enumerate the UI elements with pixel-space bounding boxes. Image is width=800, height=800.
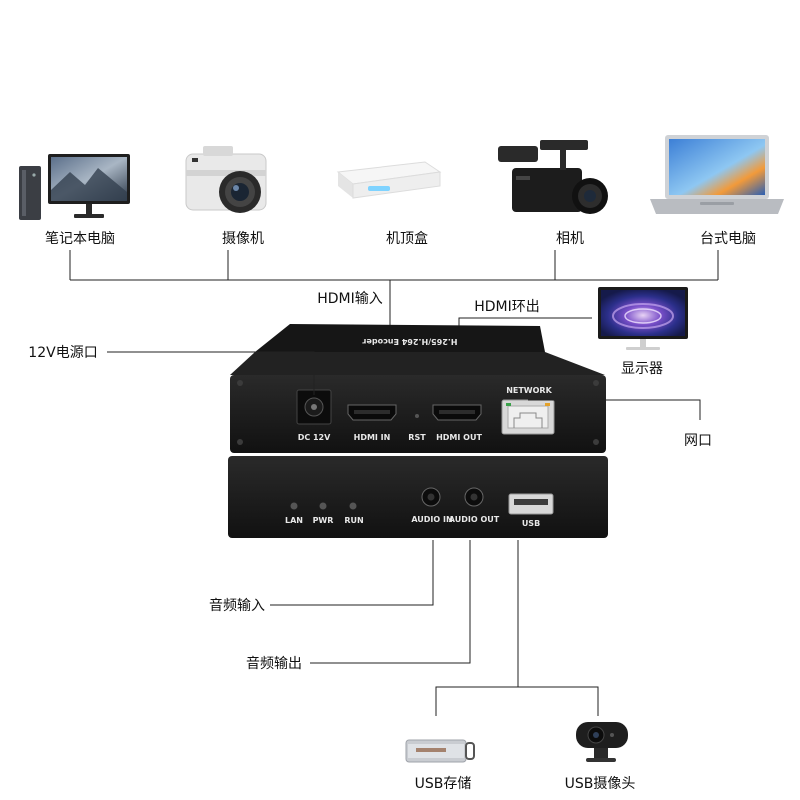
camcorder-icon [498,140,608,214]
rj45-icon [501,399,555,435]
callout-usb-storage: USB存储 [415,776,472,792]
audio-out-jack [464,487,484,507]
led-lan [290,502,298,510]
callout-monitor: 显示器 [621,361,663,377]
port-label-audio-in: AUDIO IN [411,515,452,524]
led-label-run: RUN [344,516,363,525]
callout-audio-in: 音频输入 [209,597,265,614]
reset-button [415,414,419,418]
port-label-audio-out: AUDIO OUT [449,515,500,524]
camera-icon [185,146,267,213]
dc-power-port [296,389,332,425]
hdmi-out-port [432,404,482,421]
usb-drive-icon [405,739,475,763]
callout-usb-camera: USB摄像头 [565,776,636,792]
monitor-icon [48,154,130,218]
pc-icon [19,154,130,220]
device-label-camera: 摄像机 [222,231,264,247]
display-monitor-icon [598,287,688,350]
callout-network: 网口 [684,433,712,449]
webcam-icon [576,722,628,762]
usb-port [508,493,554,515]
network-line [528,399,701,420]
led-run [349,502,357,510]
encoder-device: H.265/H.264 Encoder DC 12V HDMI IN RST H… [228,324,608,538]
audio-in-jack [421,487,441,507]
callout-hdmi-in: HDMI输入 [317,291,383,307]
port-label-dc: DC 12V [298,433,331,442]
port-label-hdmi-in: HDMI IN [354,433,391,442]
callout-hdmi-out: HDMI环出 [474,299,540,315]
port-label-hdmi-out: HDMI OUT [436,433,482,442]
device-label-laptop: 台式电脑 [700,231,756,247]
network-label: NETWORK [506,386,552,395]
callout-audio-out: 音频输出 [246,655,302,672]
device-label-pc: 笔记本电脑 [45,231,115,247]
set-top-box-icon [336,161,442,199]
audio-in-line [270,540,434,606]
power-line [107,351,315,395]
led-pwr [319,502,327,510]
port-label-usb: USB [522,519,540,528]
front-panel [228,456,608,538]
port-label-rst: RST [408,433,426,442]
pc-tower-icon [19,166,41,220]
laptop-icon [650,135,784,214]
usb-branch-lines [435,540,599,716]
led-label-lan: LAN [285,516,303,525]
audio-out-line [310,540,471,664]
led-label-pwr: PWR [313,516,334,525]
callout-power: 12V电源口 [28,345,97,361]
device-label-camcorder: 相机 [556,231,584,247]
hdmi-in-port [347,404,397,421]
top-plate-text: H.265/H.264 Encoder [362,337,457,346]
device-label-settop: 机顶盒 [386,230,428,247]
